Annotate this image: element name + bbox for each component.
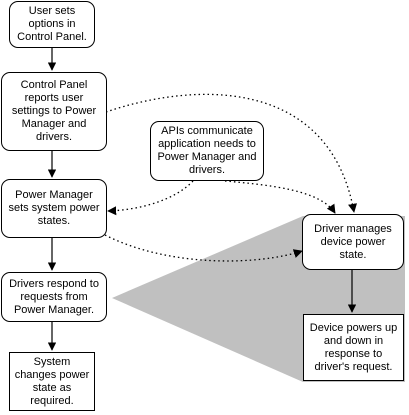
- node-control-panel-label: Control Panel reports user settings to P…: [11, 79, 97, 143]
- arrow-apis-to-driver-manages: [224, 180, 336, 214]
- node-drivers-respond: Drivers respond to requests from Power M…: [1, 272, 107, 322]
- node-user-sets-options: User sets options in Control Panel.: [9, 1, 95, 48]
- node-system-changes-label: System changes power state as required.: [14, 355, 90, 407]
- node-apis-label: APIs communicate application needs to Po…: [157, 125, 257, 176]
- node-driver-manages: Driver manages device power state.: [302, 214, 404, 270]
- node-user-sets-options-label: User sets options in Control Panel.: [17, 5, 87, 43]
- node-control-panel: Control Panel reports user settings to P…: [1, 72, 107, 151]
- node-power-manager: Power Manager sets system power states.: [1, 179, 107, 238]
- arrow-control-panel-to-driver-manages: [105, 93, 358, 213]
- node-drivers-respond-label: Drivers respond to requests from Power M…: [9, 277, 99, 316]
- node-apis: APIs communicate application needs to Po…: [150, 121, 264, 181]
- node-device-powers: Device powers up and down in response to…: [303, 314, 404, 381]
- arrow-apis-to-power-manager: [107, 180, 194, 216]
- node-power-manager-label: Power Manager sets system power states.: [8, 189, 100, 227]
- node-device-powers-label: Device powers up and down in response to…: [309, 321, 398, 373]
- node-system-changes: System changes power state as required.: [9, 352, 95, 411]
- node-driver-manages-label: Driver manages device power state.: [314, 222, 392, 261]
